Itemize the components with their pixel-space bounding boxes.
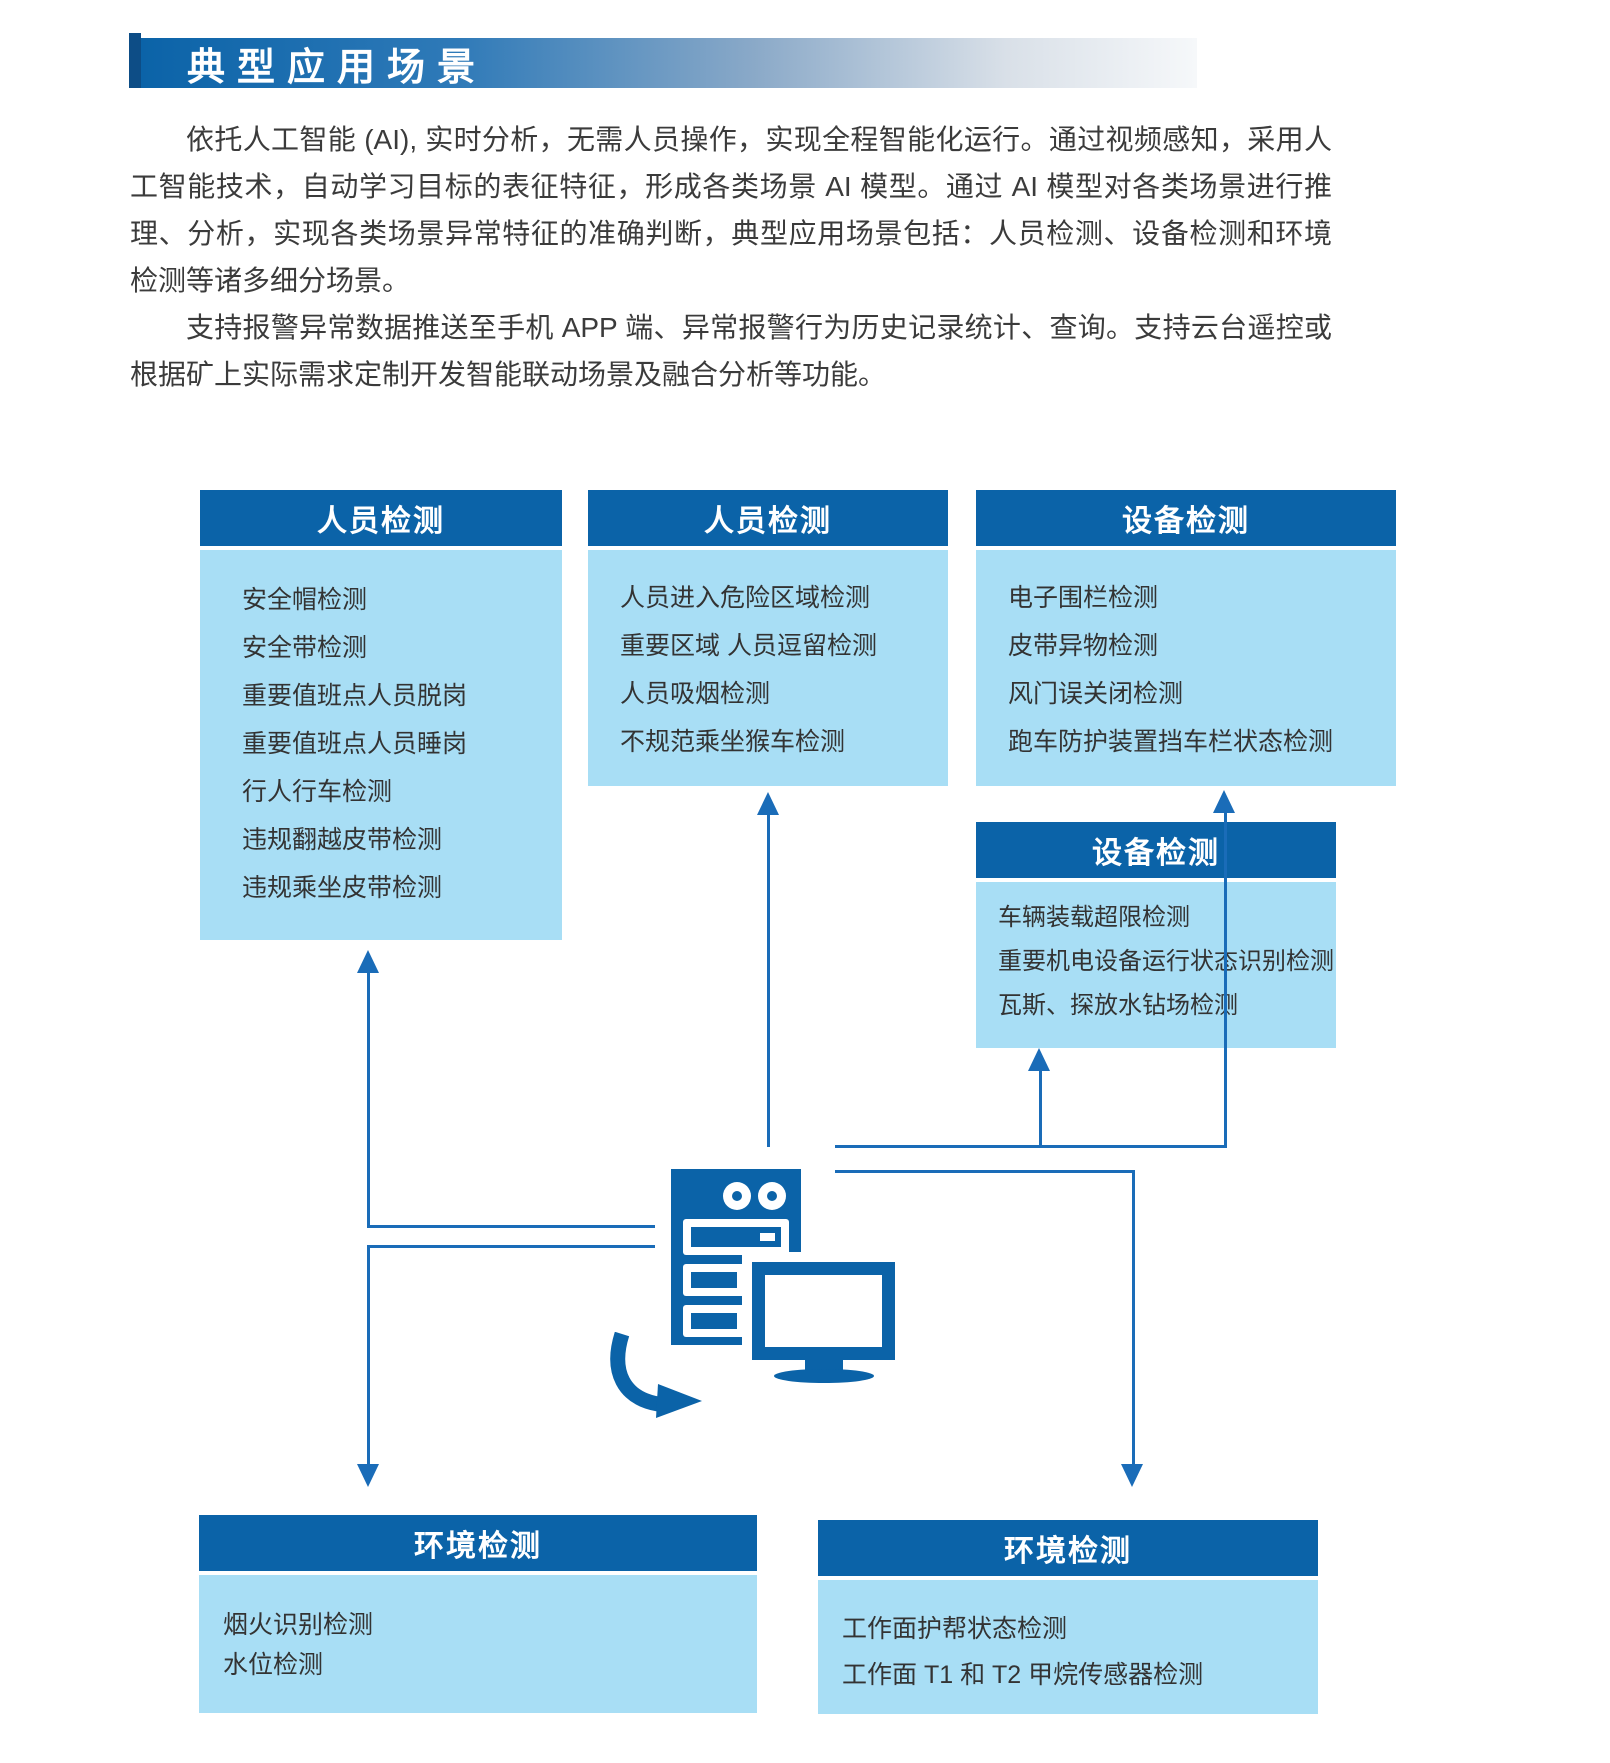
box-title: 人员检测 xyxy=(588,490,948,546)
detection-item: 车辆装载超限检测 xyxy=(998,904,1190,931)
detection-item: 安全帽检测 xyxy=(242,586,368,614)
monitor-icon xyxy=(752,1262,895,1360)
box-title: 设备检测 xyxy=(976,490,1396,546)
box-body: 安全帽检测 安全带检测 重要值班点人员脱岗 重要值班点人员睡岗 行人行车检测 违… xyxy=(200,550,562,940)
connector-line xyxy=(1039,1070,1042,1145)
detection-item: 人员进入危险区域检测 xyxy=(620,584,871,612)
arrowhead-up-icon xyxy=(357,950,379,973)
detection-item: 跑车防护装置挡车栏状态检测 xyxy=(1008,728,1334,756)
detection-box-environment-2: 环境检测 工作面护帮状态检测 工作面 T1 和 T2 甲烷传感器检测 xyxy=(818,1520,1318,1714)
arrowhead-down-icon xyxy=(357,1464,379,1487)
detection-item: 瓦斯、探放水钻场检测 xyxy=(998,992,1238,1019)
detection-item: 烟火识别检测 xyxy=(223,1611,374,1639)
title-bar-left-cap xyxy=(129,33,141,88)
intro-paragraph-2: 支持报警异常数据推送至手机 APP 端、异常报警行为历史记录统计、查询。支持云台… xyxy=(130,312,1332,390)
box-title: 环境检测 xyxy=(818,1520,1318,1576)
box-title: 环境检测 xyxy=(199,1515,757,1571)
detection-item: 重要区域 人员逗留检测 xyxy=(620,632,877,660)
detection-box-equipment-1: 设备检测 电子围栏检测 皮带异物检测 风门误关闭检测 跑车防护装置挡车栏状态检测 xyxy=(976,490,1396,786)
box-body: 工作面护帮状态检测 工作面 T1 和 T2 甲烷传感器检测 xyxy=(818,1580,1318,1714)
detection-item: 电子围栏检测 xyxy=(1008,584,1159,612)
detection-item: 工作面 T1 和 T2 甲烷传感器检测 xyxy=(842,1661,1204,1689)
server-drive-bay-icon xyxy=(691,1272,737,1288)
connector-line xyxy=(767,814,770,1147)
box-body: 人员进入危险区域检测 重要区域 人员逗留检测 人员吸烟检测 不规范乘坐猴车检测 xyxy=(588,550,948,786)
connector-line xyxy=(367,1248,370,1464)
connector-line xyxy=(367,1245,655,1248)
detection-item: 重要机电设备运行状态识别检测 xyxy=(998,948,1334,975)
connector-line xyxy=(367,1225,655,1228)
detection-item: 人员吸烟检测 xyxy=(620,680,771,708)
monitor-base-icon xyxy=(774,1369,874,1383)
box-title: 人员检测 xyxy=(200,490,562,546)
detection-item: 风门误关闭检测 xyxy=(1008,680,1184,708)
server-port-icon xyxy=(758,1182,786,1210)
detection-item: 不规范乘坐猴车检测 xyxy=(620,728,846,756)
detection-box-personnel-2: 人员检测 人员进入危险区域检测 重要区域 人员逗留检测 人员吸烟检测 不规范乘坐… xyxy=(588,490,948,786)
intro-text: 依托人工智能 (AI), 实时分析，无需人员操作，实现全程智能化运行。通过视频感… xyxy=(130,116,1332,398)
connector-line xyxy=(367,972,370,1228)
box-body: 电子围栏检测 皮带异物检测 风门误关闭检测 跑车防护装置挡车栏状态检测 xyxy=(976,550,1396,786)
arrowhead-up-icon xyxy=(1213,790,1235,813)
connector-line xyxy=(1224,812,1227,1145)
curved-arrow-icon xyxy=(610,1332,702,1418)
intro-paragraph-1: 依托人工智能 (AI), 实时分析，无需人员操作，实现全程智能化运行。通过视频感… xyxy=(130,124,1332,296)
arrowhead-up-icon xyxy=(757,792,779,815)
section-title-bar: 典型应用场景 xyxy=(141,38,1197,89)
server-port-icon xyxy=(723,1182,751,1210)
detection-item: 违规翻越皮带检测 xyxy=(242,826,443,854)
arrowhead-down-icon xyxy=(1121,1464,1143,1487)
server-drive-bay-icon xyxy=(691,1227,781,1247)
connector-line xyxy=(835,1170,1135,1173)
detection-box-environment-1: 环境检测 烟火识别检测 水位检测 xyxy=(199,1515,757,1713)
box-body: 烟火识别检测 水位检测 xyxy=(199,1575,757,1713)
detection-item: 重要值班点人员脱岗 xyxy=(242,682,468,710)
detection-item: 水位检测 xyxy=(223,1651,324,1679)
server-drive-bay-icon xyxy=(691,1313,737,1329)
detection-item: 工作面护帮状态检测 xyxy=(842,1615,1068,1643)
box-title: 设备检测 xyxy=(976,822,1336,878)
connector-line xyxy=(1132,1173,1135,1464)
detection-item: 重要值班点人员睡岗 xyxy=(242,730,468,758)
connector-line xyxy=(835,1145,1227,1148)
detection-item: 皮带异物检测 xyxy=(1008,632,1159,660)
detection-box-equipment-2: 设备检测 车辆装载超限检测 重要机电设备运行状态识别检测 瓦斯、探放水钻场检测 xyxy=(976,822,1336,1048)
server-drive-led-icon xyxy=(760,1233,775,1241)
detection-box-personnel-1: 人员检测 安全帽检测 安全带检测 重要值班点人员脱岗 重要值班点人员睡岗 行人行… xyxy=(200,490,562,940)
detection-item: 安全带检测 xyxy=(242,634,368,662)
detection-item: 行人行车检测 xyxy=(242,778,393,806)
arrowhead-up-icon xyxy=(1028,1048,1050,1071)
section-title: 典型应用场景 xyxy=(187,46,488,89)
detection-item: 违规乘坐皮带检测 xyxy=(242,874,443,902)
box-body: 车辆装载超限检测 重要机电设备运行状态识别检测 瓦斯、探放水钻场检测 xyxy=(976,882,1336,1048)
